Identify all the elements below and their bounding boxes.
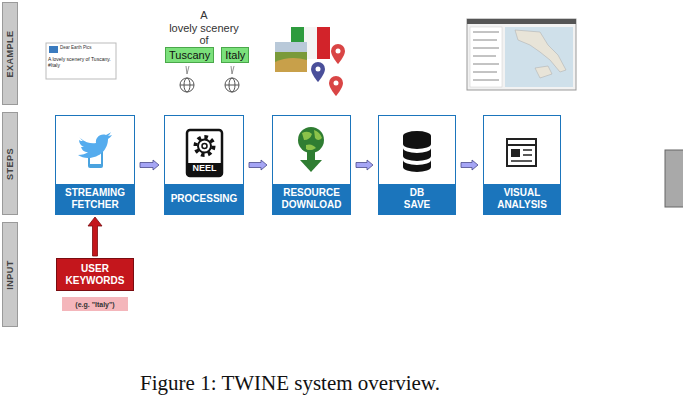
step-label: DB SAVE (379, 184, 455, 214)
step-label: RESOURCE DOWNLOAD (273, 184, 350, 214)
step-label: VISUAL ANALYSIS (484, 184, 560, 214)
entity-tag: Italy (221, 47, 249, 63)
node-label: Italy (225, 49, 245, 61)
node-label: STEPS (5, 147, 15, 179)
gear-icon (187, 130, 222, 176)
leader-line (186, 66, 189, 74)
tweet-card (46, 43, 116, 79)
process-box: VISUAL ANALYSIS (483, 115, 561, 215)
leader-line (231, 66, 234, 74)
icon-caption: NEEL (192, 163, 216, 173)
step-arrow (461, 160, 478, 170)
tweet-text: A lovely scenery of Tuscany. #Italy (48, 57, 114, 69)
database-icon (403, 131, 431, 172)
step-label: STREAMING FETCHER (56, 184, 134, 214)
figure-caption: Figure 1: TWINE system overview. (140, 371, 440, 396)
step-arrow (249, 160, 267, 170)
partial-box (665, 150, 683, 207)
tweet-avatar (49, 46, 58, 53)
example-note: (e.g. "Italy") (62, 297, 128, 311)
section-band: STEPS (2, 112, 18, 215)
step-arrow (140, 160, 159, 170)
node-label: USER KEYWORDS (61, 263, 129, 287)
step-label: PROCESSING (165, 184, 243, 214)
section-band: EXAMPLE (2, 2, 18, 105)
node-label: Tuscany (169, 49, 210, 61)
twitter-icon (78, 132, 112, 168)
process-box: STREAMING FETCHER (55, 115, 135, 215)
node-label: EXAMPLE (5, 30, 15, 77)
node-label: INPUT (5, 260, 15, 290)
document-icon (507, 139, 536, 166)
screenshot (467, 19, 576, 90)
map-pin (311, 44, 345, 96)
sentence-word: A (200, 9, 207, 21)
globe-download-icon (298, 127, 324, 172)
process-box: DB SAVE (378, 115, 456, 215)
input-arrow (88, 217, 102, 256)
input-box: USER KEYWORDS (56, 258, 134, 291)
globe-icon (180, 78, 239, 92)
process-box: RESOURCE DOWNLOAD (272, 115, 351, 215)
sentence-word: lovely scenery (169, 22, 239, 34)
entity-tag: Tuscany (165, 47, 214, 63)
section-band: INPUT (2, 222, 18, 327)
node-label: (e.g. "Italy") (75, 301, 114, 308)
tweet-author: Dear Earth Pics (60, 45, 92, 50)
step-arrow (356, 160, 373, 170)
sentence-word: of (199, 34, 208, 46)
